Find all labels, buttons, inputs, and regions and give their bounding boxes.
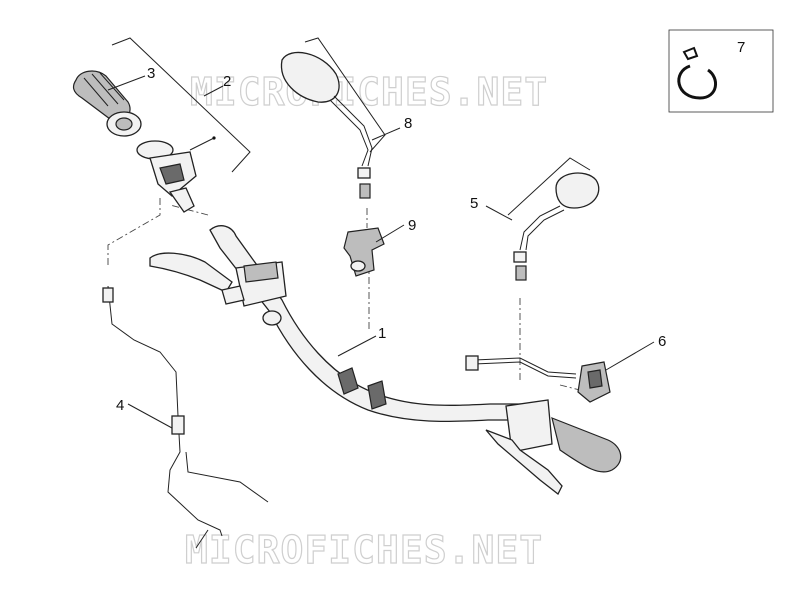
- part-8-mirror: [280, 51, 373, 199]
- watermark-bottom: MICROFICHES.NET: [185, 528, 543, 572]
- callout-4: 4: [116, 397, 124, 414]
- part-7-inset: 7: [668, 29, 774, 113]
- callout-9: 9: [408, 217, 416, 234]
- right-lever-grip: [485, 399, 622, 495]
- part-2-throttle: [136, 136, 216, 213]
- part-4-cable: [102, 285, 269, 549]
- part-9-clamp: [343, 227, 385, 277]
- callout-8: 8: [404, 115, 412, 132]
- callout-1: 1: [378, 325, 386, 342]
- callout-5: 5: [470, 195, 478, 212]
- part-3-grip: [72, 70, 142, 137]
- callout-6: 6: [658, 333, 666, 350]
- watermark-top: MICROFICHES.NET: [190, 70, 548, 114]
- left-master-cylinder: [149, 252, 287, 326]
- part-6-switch: [465, 355, 611, 403]
- callout-3: 3: [147, 65, 155, 82]
- part-5-mirror: [513, 172, 600, 281]
- callout-7: 7: [737, 39, 745, 56]
- callout-brackets: [111, 37, 591, 216]
- part-1-handlebar: [209, 225, 521, 423]
- callout-2: 2: [223, 73, 231, 90]
- leader-lines: [107, 75, 655, 429]
